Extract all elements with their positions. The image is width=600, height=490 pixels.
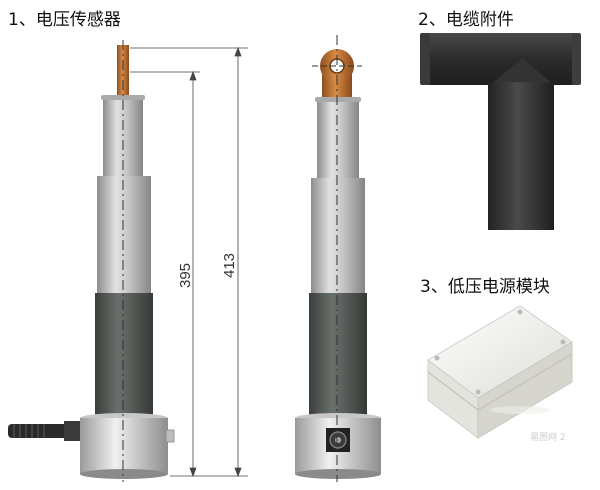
junction-box bbox=[427, 305, 573, 440]
sensor-caption: 1、电压传感器 bbox=[8, 10, 121, 30]
middle-silver-section bbox=[97, 176, 151, 293]
dimension-lines bbox=[130, 46, 248, 478]
power-module-caption: 3、低压电源模块 bbox=[420, 277, 550, 297]
t-connector-accessory bbox=[420, 33, 581, 230]
accessory-caption: 2、电缆附件 bbox=[418, 10, 514, 30]
cable-gland bbox=[8, 421, 84, 441]
sensor-base bbox=[80, 418, 168, 474]
watermark: 易图网 2 bbox=[530, 433, 566, 443]
dimension-395: 395 bbox=[177, 263, 194, 288]
sensor-side-view bbox=[295, 35, 381, 482]
dark-rubber-section bbox=[95, 293, 153, 415]
sensor-front-view: 395 413 bbox=[8, 40, 248, 482]
dimension-413: 413 bbox=[221, 253, 238, 278]
copper-rod bbox=[117, 45, 129, 97]
